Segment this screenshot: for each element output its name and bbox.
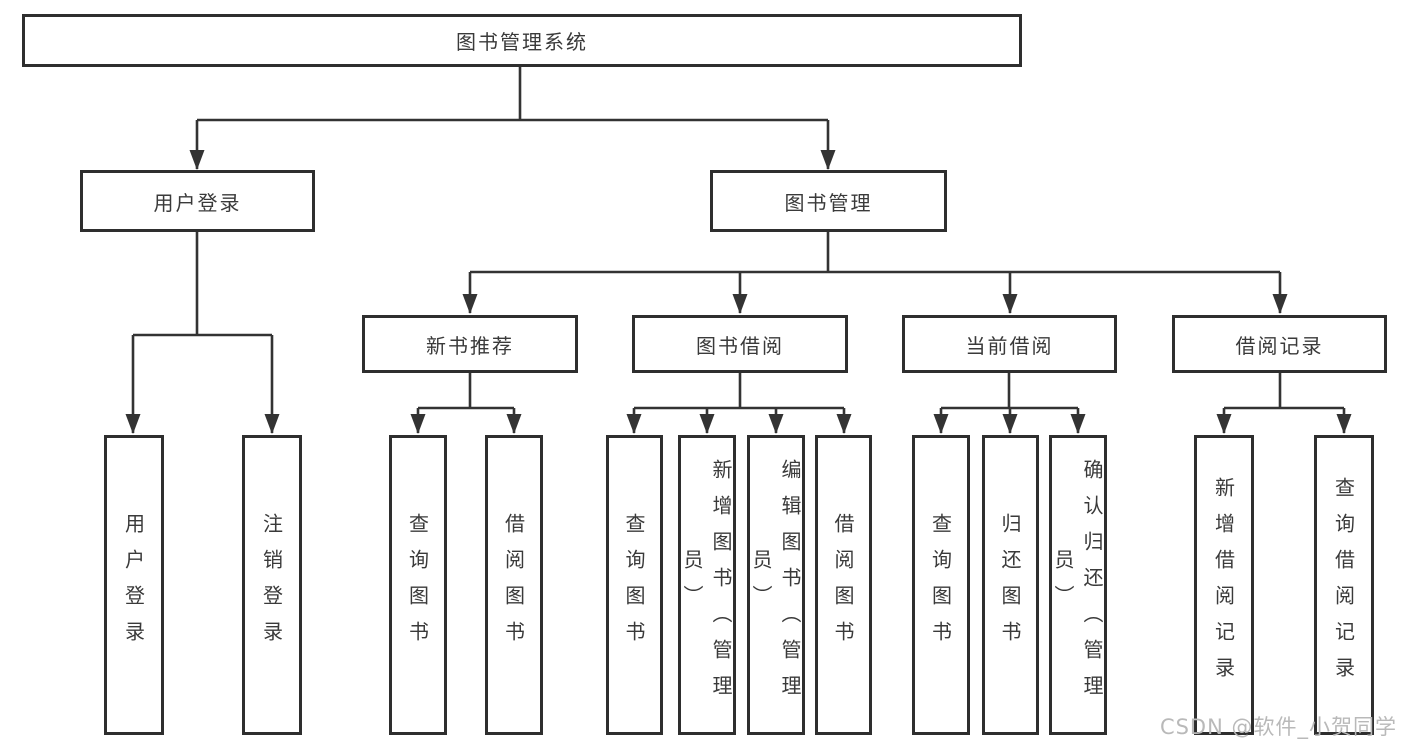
leaf-user-login: 用户登录 [104,435,164,735]
leaf-return-books: 归还图书 [982,435,1039,735]
leaf-borrow-books-recommendation: 借阅图书 [485,435,543,735]
leaf-add-books-admin: 新增图书（管理员） [678,435,736,735]
connector-borrow-record-to-leaves [1216,373,1352,434]
leaf-query-books-current: 查询图书 [912,435,970,735]
leaf-add-borrow-record: 新增借阅记录 [1194,435,1254,735]
leaf-confirm-return-admin: 确认归还（管理员） [1049,435,1107,735]
node-current-borrowing: 当前借阅 [902,315,1117,373]
leaf-edit-books-admin: 编辑图书（管理员） [747,435,805,735]
connector-current-borrow-to-leaves [933,373,1086,434]
leaf-logout: 注销登录 [242,435,302,735]
connector-book-borrow-to-leaves [626,373,852,434]
csdn-watermark: CSDN @软件_小贺同学 [1159,715,1397,739]
node-user-login: 用户登录 [80,170,315,232]
leaf-borrow-books: 借阅图书 [815,435,872,735]
node-borrowing-records: 借阅记录 [1172,315,1387,373]
node-book-management: 图书管理 [710,170,947,232]
node-library-management-system: 图书管理系统 [22,14,1022,67]
connector-root-to-level1 [189,67,836,170]
connector-user-login-to-leaves [125,232,280,434]
leaf-query-books-recommendation: 查询图书 [389,435,447,735]
leaf-query-books-borrowing: 查询图书 [606,435,663,735]
leaf-query-borrow-record: 查询借阅记录 [1314,435,1374,735]
connector-book-mgmt-to-level2 [462,232,1288,314]
node-book-borrowing: 图书借阅 [632,315,848,373]
connector-new-book-rec-to-leaves [410,373,522,434]
node-new-book-recommendation: 新书推荐 [362,315,578,373]
